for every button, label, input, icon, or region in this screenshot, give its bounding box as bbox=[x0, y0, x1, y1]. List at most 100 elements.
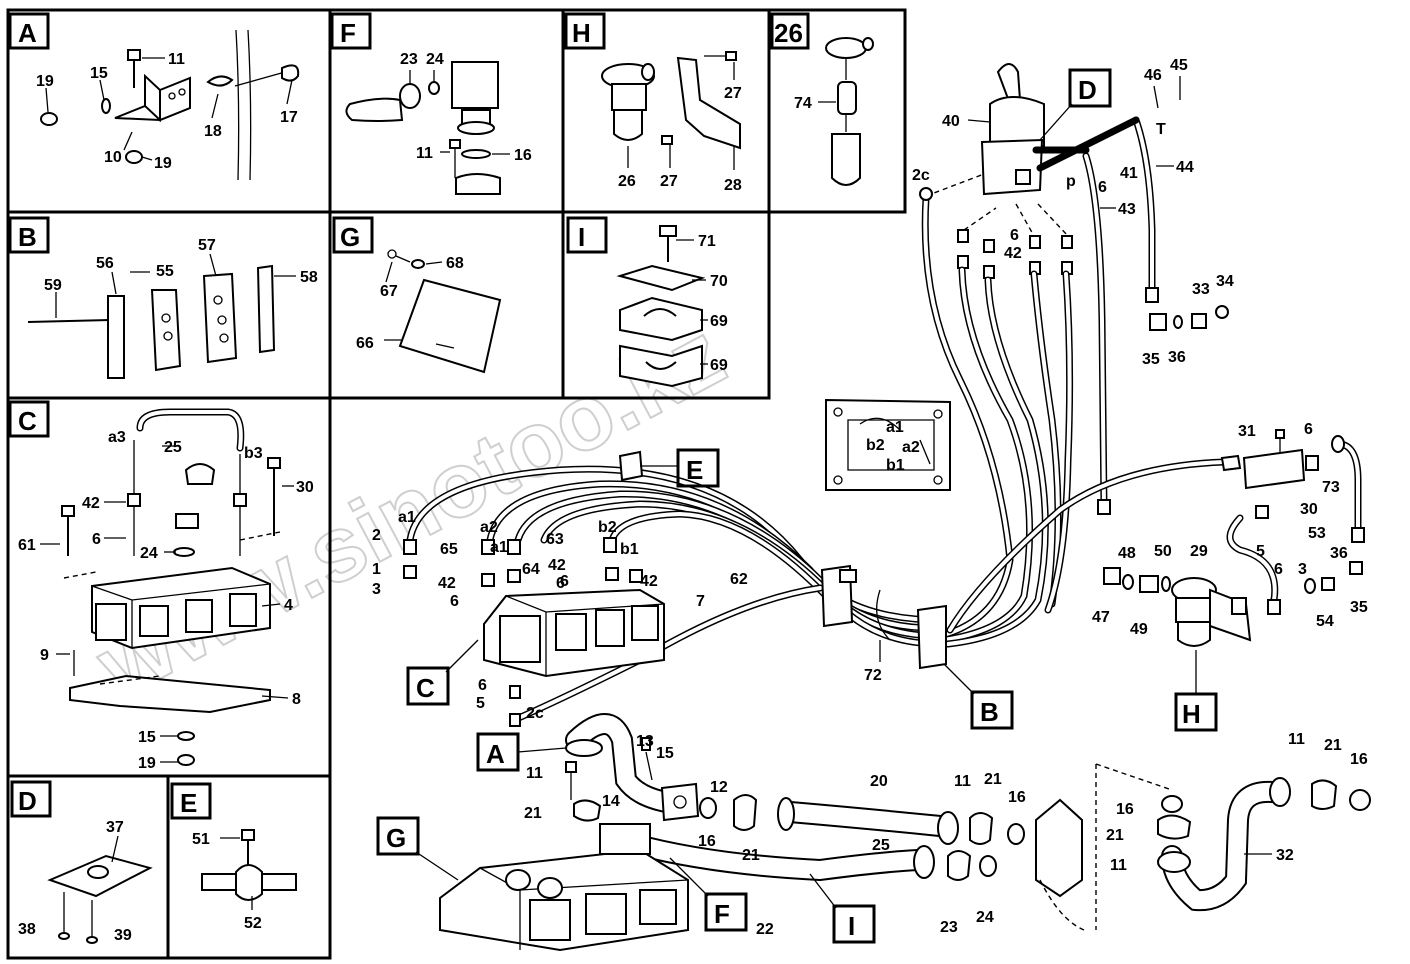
panel-d-letter: D bbox=[18, 786, 37, 816]
main-label-14: 14 bbox=[602, 793, 620, 810]
main-label-73: 73 bbox=[1322, 479, 1340, 496]
label-b-59: 59 bbox=[44, 277, 62, 294]
main-label-64: 64 bbox=[522, 561, 540, 578]
main-label-32: 32 bbox=[1276, 847, 1294, 864]
main-label-24: 24 bbox=[976, 909, 994, 926]
panel-26: 26 74 bbox=[770, 12, 874, 186]
main-label-t: T bbox=[1156, 121, 1166, 138]
main-label-53: 53 bbox=[1308, 525, 1326, 542]
callout-i: I bbox=[848, 911, 855, 941]
panel-h: H 27 26 27 28 bbox=[564, 12, 742, 194]
callout-b: B bbox=[980, 697, 999, 727]
label-e-51: 51 bbox=[192, 831, 210, 848]
panel-a-letter: A bbox=[18, 18, 37, 48]
label-i-71: 71 bbox=[698, 233, 716, 250]
panel-e-letter: E bbox=[180, 788, 197, 818]
main-label-42-b: 42 bbox=[548, 557, 566, 574]
panel-i: I 71 70 69 69 bbox=[566, 216, 728, 388]
main-label-1: 1 bbox=[372, 561, 381, 578]
main-label-48: 48 bbox=[1118, 545, 1136, 562]
label-e-52: 52 bbox=[244, 915, 262, 932]
main-label-6-mid: 6 bbox=[1010, 227, 1019, 244]
panel-d: D 37 38 39 bbox=[10, 780, 153, 944]
main-label-35: 35 bbox=[1142, 351, 1160, 368]
main-label-40: 40 bbox=[942, 113, 960, 130]
label-b-56: 56 bbox=[96, 255, 114, 272]
panel-g-letter: G bbox=[340, 222, 360, 252]
panel-f: F 23 24 11 16 bbox=[330, 12, 532, 195]
main-label-46: 46 bbox=[1144, 67, 1162, 84]
panel-c-letter: C bbox=[18, 406, 37, 436]
callout-e: E bbox=[686, 455, 703, 485]
main-label-a1: a1 bbox=[398, 509, 416, 526]
main-callouts: C A G F I E B D H bbox=[376, 68, 1218, 944]
joystick-ports bbox=[925, 173, 1073, 279]
inset-b2: b2 bbox=[866, 437, 885, 454]
panel-b-letter: B bbox=[18, 222, 37, 252]
label-c-9: 9 bbox=[40, 647, 49, 664]
main-label-47: 47 bbox=[1092, 609, 1110, 626]
main-label-13: 13 bbox=[636, 733, 654, 750]
panel-a: A 11 19 15 10 19 18 17 bbox=[8, 12, 300, 181]
main-label-22: 22 bbox=[756, 921, 774, 938]
main-label-43: 43 bbox=[1118, 201, 1136, 218]
main-label-6-c: 6 bbox=[560, 573, 569, 590]
main-label-a2: a2 bbox=[480, 519, 498, 536]
main-label-p: p bbox=[1066, 173, 1076, 190]
callout-c: C bbox=[416, 673, 435, 703]
label-h-27: 27 bbox=[724, 85, 742, 102]
main-label-34: 34 bbox=[1216, 273, 1234, 290]
label-a-10: 10 bbox=[104, 149, 122, 166]
label-d-38: 38 bbox=[18, 921, 36, 938]
main-label-6-r2: 6 bbox=[1274, 561, 1283, 578]
main-labels: 40 2c 46 45 T p 6 41 44 43 6 42 33 34 35… bbox=[372, 57, 1368, 938]
main-label-25: 25 bbox=[872, 837, 890, 854]
label-c-15: 15 bbox=[138, 729, 156, 746]
label-c-6: 6 bbox=[92, 531, 101, 548]
main-label-21b: 21 bbox=[742, 847, 760, 864]
label-26-74: 74 bbox=[794, 95, 812, 112]
callout-h: H bbox=[1182, 699, 1201, 729]
main-label-2c: 2c bbox=[912, 167, 930, 184]
panel-c: C bbox=[8, 400, 314, 772]
main-label-16: 16 bbox=[698, 833, 716, 850]
main-label-16-m: 16 bbox=[1008, 789, 1026, 806]
main-label-2: 2 bbox=[372, 527, 381, 544]
main-label-21-m: 21 bbox=[984, 771, 1002, 788]
label-a-19b: 19 bbox=[154, 155, 172, 172]
label-h-26: 26 bbox=[618, 173, 636, 190]
main-assembly: a1 b2 a2 b1 bbox=[403, 63, 1371, 952]
callout-g: G bbox=[386, 823, 406, 853]
panel-i-letter: I bbox=[578, 222, 585, 252]
label-f-11: 11 bbox=[416, 145, 433, 162]
panel-g: G 68 67 66 bbox=[332, 216, 502, 374]
panel-f-letter: F bbox=[340, 18, 356, 48]
label-d-37: 37 bbox=[106, 819, 124, 836]
main-label-11-m: 11 bbox=[954, 773, 971, 790]
main-label-30: 30 bbox=[1300, 501, 1318, 518]
main-label-29: 29 bbox=[1190, 543, 1208, 560]
main-label-21-r: 21 bbox=[1324, 737, 1342, 754]
label-c-30: 30 bbox=[296, 479, 314, 496]
inset-b1: b1 bbox=[886, 457, 905, 474]
main-label-45: 45 bbox=[1170, 57, 1188, 74]
panel-26-label: 26 bbox=[774, 18, 803, 48]
main-label-42-mid: 42 bbox=[1004, 245, 1022, 262]
inset-a1: a1 bbox=[886, 419, 904, 436]
main-label-36-r: 36 bbox=[1330, 545, 1348, 562]
label-f-16: 16 bbox=[514, 147, 532, 164]
main-label-3: 3 bbox=[372, 581, 381, 598]
panel-frames bbox=[6, 8, 907, 960]
label-h-28: 28 bbox=[724, 177, 742, 194]
label-i-70: 70 bbox=[710, 273, 728, 290]
label-f-23: 23 bbox=[400, 51, 418, 68]
label-c-25: 25 bbox=[164, 439, 182, 456]
main-label-6-a: 6 bbox=[450, 593, 459, 610]
label-i-69b: 69 bbox=[710, 357, 728, 374]
main-label-36: 36 bbox=[1168, 349, 1186, 366]
main-label-16-r: 16 bbox=[1350, 751, 1368, 768]
label-i-69: 69 bbox=[710, 313, 728, 330]
main-label-62: 62 bbox=[730, 571, 748, 588]
main-label-6-top: 6 bbox=[1098, 179, 1107, 196]
